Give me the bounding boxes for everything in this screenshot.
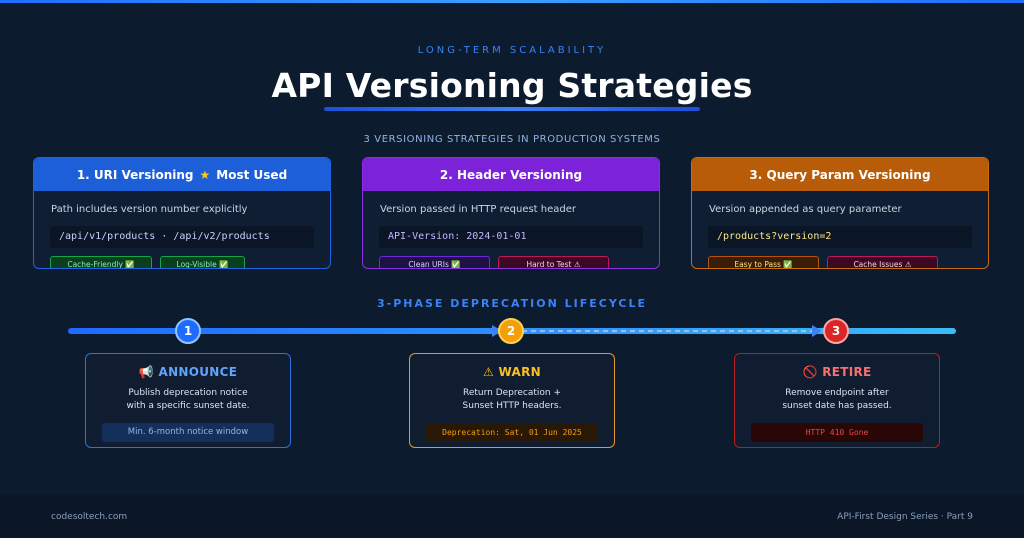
phase-note-pill: Min. 6-month notice window <box>102 423 274 442</box>
lifecycle-heading: 3-PHASE DEPRECATION LIFECYCLE <box>376 297 648 310</box>
strategy-code-example: API-Version: 2024-01-01 <box>379 226 643 248</box>
strategy-tags: Easy to Pass ✅ Cache Issues ⚠ <box>708 256 988 268</box>
pro-tag: Cache-Friendly ✅ <box>50 256 152 268</box>
footer-site-link[interactable]: codesoltech.com <box>51 512 128 522</box>
pro-tag: Log-Visible ✅ <box>160 256 245 268</box>
phase-title-text: RETIRE <box>822 365 872 379</box>
phase-description-line: with a specific sunset date. <box>126 401 250 411</box>
warning-icon: ⚠ <box>482 365 495 379</box>
strategy-description: Version passed in HTTP request header <box>380 204 577 215</box>
top-accent-bar <box>0 0 1024 3</box>
strategy-card-header: 1. URI Versioning ★ Most Used <box>34 158 330 191</box>
page-title: API Versioning Strategies <box>271 66 753 105</box>
phase-number-badge: 3 <box>823 318 849 344</box>
pro-tag: Easy to Pass ✅ <box>708 256 819 268</box>
phase-description-line: Publish deprecation notice <box>128 388 248 398</box>
phase-note-pill: HTTP 410 Gone <box>751 423 923 442</box>
pro-tag: Clean URIs ✅ <box>379 256 490 268</box>
phase-number-badge: 2 <box>498 318 524 344</box>
strategy-tags: Clean URIs ✅ Hard to Test ⚠ <box>379 256 659 268</box>
prohibited-icon: 🚫 <box>802 365 818 379</box>
phase-title: ⚠ WARN <box>410 365 614 379</box>
strategy-title: 1. URI Versioning <box>76 167 194 182</box>
strategy-description: Path includes version number explicitly <box>51 204 248 215</box>
megaphone-icon: 📢 <box>138 365 154 379</box>
phase-title: 📢 ANNOUNCE <box>86 365 290 379</box>
strategy-code-example: /products?version=2 <box>708 226 972 248</box>
star-icon: ★ <box>199 167 211 182</box>
strategy-card-header-versioning: 2. Header Versioning Version passed in H… <box>362 157 660 269</box>
phase-description-line: Remove endpoint after <box>785 388 889 398</box>
strategy-card-header: 2. Header Versioning <box>363 158 659 191</box>
strategy-title: 2. Header Versioning <box>439 167 583 182</box>
phase-note-pill: Deprecation: Sat, 01 Jun 2025 <box>426 423 598 442</box>
phase-description-line: Return Deprecation + <box>462 388 562 398</box>
footer-bar <box>0 495 1024 538</box>
phase-description: Return Deprecation + Sunset HTTP headers… <box>410 387 614 413</box>
arrow-right-icon <box>812 325 822 337</box>
strategy-description: Version appended as query parameter <box>709 204 902 215</box>
eyebrow-label: LONG-TERM SCALABILITY <box>417 45 607 56</box>
strategy-tags: Cache-Friendly ✅ Log-Visible ✅ <box>50 256 330 268</box>
phase-card-retire: 🚫 RETIRE Remove endpoint after sunset da… <box>734 353 940 448</box>
timeline-dashed-segment <box>522 330 822 332</box>
strategy-title: 3. Query Param Versioning <box>749 167 931 182</box>
phase-number-badge: 1 <box>175 318 201 344</box>
strategy-code-example: /api/v1/products · /api/v2/products <box>50 226 314 248</box>
phase-card-warn: ⚠ WARN Return Deprecation + Sunset HTTP … <box>409 353 615 448</box>
footer-series-label: API-First Design Series · Part 9 <box>837 512 973 522</box>
con-tag: Cache Issues ⚠ <box>827 256 938 268</box>
strategy-card-uri: 1. URI Versioning ★ Most Used Path inclu… <box>33 157 331 269</box>
phase-card-announce: 📢 ANNOUNCE Publish deprecation notice wi… <box>85 353 291 448</box>
phase-title-text: ANNOUNCE <box>158 365 238 379</box>
phase-title: 🚫 RETIRE <box>735 365 939 379</box>
arrow-right-icon <box>492 325 502 337</box>
most-used-badge: Most Used <box>216 167 288 182</box>
phase-description-line: Sunset HTTP headers. <box>462 401 562 411</box>
phase-title-text: WARN <box>498 365 541 379</box>
strategy-card-query-param: 3. Query Param Versioning Version append… <box>691 157 989 269</box>
phase-description: Publish deprecation notice with a specif… <box>86 387 290 413</box>
phase-description: Remove endpoint after sunset date has pa… <box>735 387 939 413</box>
title-underline <box>324 107 700 111</box>
con-tag: Hard to Test ⚠ <box>498 256 609 268</box>
strategies-heading: 3 VERSIONING STRATEGIES IN PRODUCTION SY… <box>363 134 661 145</box>
phase-description-line: sunset date has passed. <box>782 401 892 411</box>
strategy-card-header: 3. Query Param Versioning <box>692 158 988 191</box>
